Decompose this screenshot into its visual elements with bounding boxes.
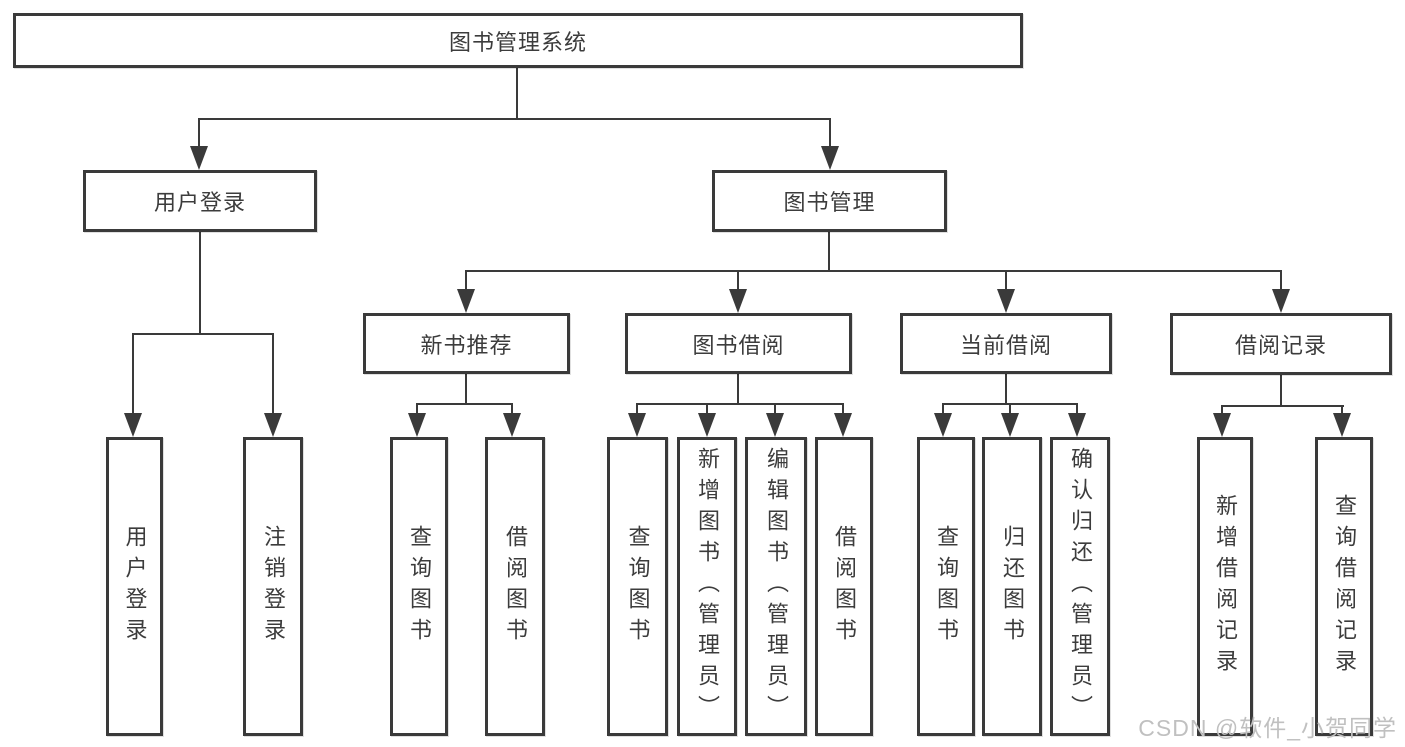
node-query-book-borrow: 查询图书 xyxy=(607,437,668,736)
node-root: 图书管理系统 xyxy=(13,13,1023,68)
connector-line xyxy=(636,403,638,417)
node-current-borrow: 当前借阅 xyxy=(900,313,1112,374)
connector-line xyxy=(1341,405,1343,417)
connector-line xyxy=(737,374,739,405)
node-query-borrow-record: 查询借阅记录 xyxy=(1315,437,1373,736)
connector-line xyxy=(774,403,776,417)
connector-line xyxy=(1009,403,1011,417)
connector-line xyxy=(1005,374,1007,405)
arrowhead-down-icon xyxy=(264,413,282,437)
node-label: 用户登录 xyxy=(122,524,148,649)
connector-line xyxy=(706,403,708,417)
node-add-book-admin: 新增图书（管理员） xyxy=(677,437,737,736)
connector-line xyxy=(511,403,513,417)
connector-line xyxy=(636,403,844,405)
arrowhead-down-icon xyxy=(457,289,475,313)
connector-line xyxy=(829,118,831,150)
connector-line xyxy=(132,333,274,335)
node-label: 查询借阅记录 xyxy=(1332,493,1357,680)
connector-line xyxy=(1280,270,1282,293)
arrowhead-down-icon xyxy=(1001,413,1019,437)
node-label: 新书推荐 xyxy=(420,332,513,358)
arrowhead-down-icon xyxy=(698,413,716,437)
arrowhead-down-icon xyxy=(834,413,852,437)
connector-line xyxy=(198,118,200,150)
node-book-borrow: 图书借阅 xyxy=(625,313,852,374)
node-label: 借阅记录 xyxy=(1234,333,1327,358)
node-label: 新增借阅记录 xyxy=(1213,493,1238,680)
arrowhead-down-icon xyxy=(997,289,1015,313)
node-query-book-recommend: 查询图书 xyxy=(390,437,448,736)
arrowhead-down-icon xyxy=(1068,413,1086,437)
connector-line xyxy=(465,374,467,405)
arrowhead-down-icon xyxy=(1333,413,1351,437)
arrowhead-down-icon xyxy=(729,289,747,313)
node-return-book: 归还图书 xyxy=(982,437,1042,736)
connector-line xyxy=(737,270,739,293)
node-borrow-book-recommend: 借阅图书 xyxy=(485,437,545,736)
connector-line xyxy=(1076,403,1078,417)
node-logout: 注销登录 xyxy=(243,437,303,736)
node-label: 借阅图书 xyxy=(503,524,528,649)
arrowhead-down-icon xyxy=(766,413,784,437)
arrowhead-down-icon xyxy=(1213,413,1231,437)
node-label: 查询图书 xyxy=(407,524,432,649)
connector-line xyxy=(516,68,518,120)
node-add-borrow-record: 新增借阅记录 xyxy=(1197,437,1253,736)
connector-line xyxy=(465,270,467,293)
connector-line xyxy=(1280,374,1282,407)
node-book-management: 图书管理 xyxy=(712,170,947,232)
node-new-book-recommend: 新书推荐 xyxy=(363,313,570,374)
arrowhead-down-icon xyxy=(190,146,208,170)
node-edit-book-admin: 编辑图书（管理员） xyxy=(745,437,807,736)
arrowhead-down-icon xyxy=(408,413,426,437)
node-label: 查询图书 xyxy=(934,524,959,649)
node-user-login: 用户登录 xyxy=(83,170,317,232)
connector-line xyxy=(465,270,1282,272)
connector-line xyxy=(1221,405,1223,417)
connector-line xyxy=(842,403,844,417)
node-label: 注销登录 xyxy=(261,524,286,649)
node-label: 图书借阅 xyxy=(692,332,785,358)
arrowhead-down-icon xyxy=(1272,289,1290,313)
node-borrow-records: 借阅记录 xyxy=(1170,313,1392,375)
connector-line xyxy=(942,403,944,417)
node-query-book-current: 查询图书 xyxy=(917,437,975,736)
connector-line xyxy=(1005,270,1007,293)
node-label: 编辑图书（管理员） xyxy=(764,447,789,726)
connector-line xyxy=(272,333,274,417)
node-user-login-leaf: 用户登录 xyxy=(106,437,163,736)
node-label: 图书管理 xyxy=(783,190,876,215)
node-label: 图书管理系统 xyxy=(448,29,587,55)
node-confirm-return-admin: 确认归还（管理员） xyxy=(1050,437,1110,736)
connector-line xyxy=(1221,405,1344,407)
connector-line xyxy=(416,403,513,405)
arrowhead-down-icon xyxy=(124,413,142,437)
connector-line xyxy=(132,333,134,417)
arrowhead-down-icon xyxy=(821,146,839,170)
node-label: 用户登录 xyxy=(153,190,246,215)
arrowhead-down-icon xyxy=(628,413,646,437)
connector-line xyxy=(828,232,830,272)
node-label: 确认归还（管理员） xyxy=(1068,447,1093,726)
connector-line xyxy=(199,118,831,120)
arrowhead-down-icon xyxy=(503,413,521,437)
node-borrow-book-leaf: 借阅图书 xyxy=(815,437,873,736)
node-label: 查询图书 xyxy=(625,524,651,649)
connector-line xyxy=(416,403,418,417)
node-label: 归还图书 xyxy=(1000,524,1025,649)
node-label: 当前借阅 xyxy=(959,332,1052,358)
connector-line xyxy=(199,232,201,335)
node-label: 新增图书（管理员） xyxy=(695,447,720,726)
node-label: 借阅图书 xyxy=(832,524,857,649)
arrowhead-down-icon xyxy=(934,413,952,437)
